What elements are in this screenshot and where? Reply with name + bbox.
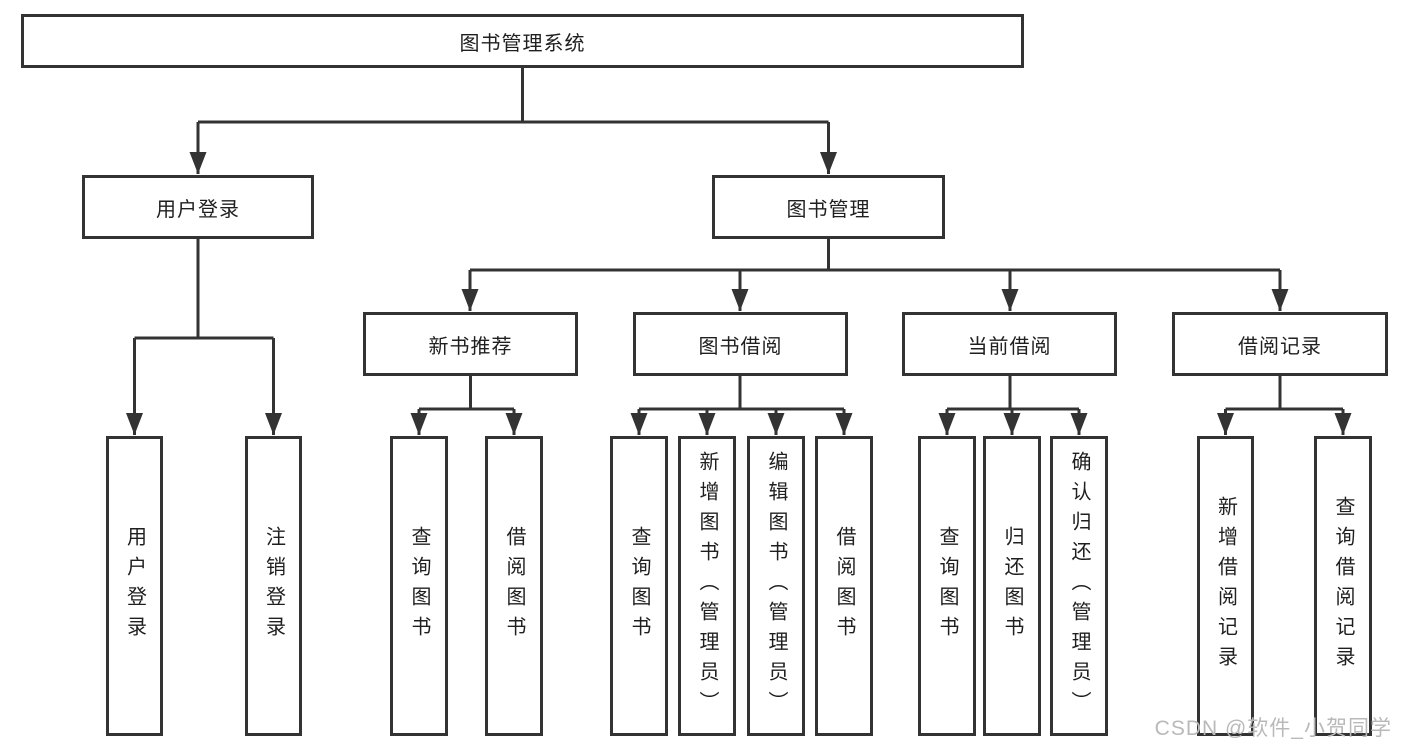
- node-current-borrowing: 当前借阅: [902, 312, 1117, 376]
- connector-lines-group: [126, 68, 1352, 435]
- leaf-user-login: 用户登录: [106, 436, 163, 736]
- leaf-query-books-borrowing-label: 查询图书: [628, 526, 650, 646]
- node-book-management: 图书管理: [712, 175, 945, 239]
- leaf-add-borrow-record-label: 新增借阅记录: [1214, 496, 1237, 676]
- leaf-logout: 注销登录: [245, 436, 302, 736]
- leaf-edit-books-admin: 编辑图书（管理员）: [747, 436, 805, 736]
- leaf-query-books-recommend-label: 查询图书: [408, 526, 430, 646]
- leaf-return-books: 归还图书: [983, 436, 1041, 736]
- leaf-add-borrow-record: 新增借阅记录: [1197, 436, 1254, 736]
- node-book-borrowing: 图书借阅: [633, 312, 848, 376]
- leaf-add-books-admin-label: 新增图书（管理员）: [696, 451, 718, 721]
- leaf-borrow-books-recommend: 借阅图书: [485, 436, 543, 736]
- node-borrowing-records: 借阅记录: [1172, 312, 1388, 376]
- leaf-query-books-current: 查询图书: [918, 436, 976, 736]
- leaf-query-borrow-record: 查询借阅记录: [1314, 436, 1372, 736]
- leaf-query-books-recommend: 查询图书: [390, 436, 448, 736]
- node-user-login: 用户登录: [82, 175, 314, 239]
- leaf-user-login-label: 用户登录: [123, 526, 146, 646]
- leaf-borrow-books: 借阅图书: [815, 436, 873, 736]
- leaf-query-books-current-label: 查询图书: [936, 526, 958, 646]
- node-library-management-system: 图书管理系统: [21, 14, 1024, 68]
- leaf-confirm-return-admin: 确认归还（管理员）: [1050, 436, 1108, 736]
- node-new-book-recommendation: 新书推荐: [363, 312, 578, 376]
- leaf-confirm-return-admin-label: 确认归还（管理员）: [1068, 451, 1090, 721]
- csdn-watermark: CSDN @软件_小贺同学: [1154, 717, 1392, 740]
- leaf-query-books-borrowing: 查询图书: [610, 436, 668, 736]
- leaf-borrow-books-recommend-label: 借阅图书: [503, 526, 525, 646]
- leaf-query-borrow-record-label: 查询借阅记录: [1332, 496, 1354, 676]
- leaf-borrow-books-label: 借阅图书: [833, 526, 855, 646]
- leaf-return-books-label: 归还图书: [1001, 526, 1023, 646]
- leaf-add-books-admin: 新增图书（管理员）: [678, 436, 736, 736]
- leaf-edit-books-admin-label: 编辑图书（管理员）: [765, 451, 787, 721]
- leaf-logout-label: 注销登录: [262, 526, 285, 646]
